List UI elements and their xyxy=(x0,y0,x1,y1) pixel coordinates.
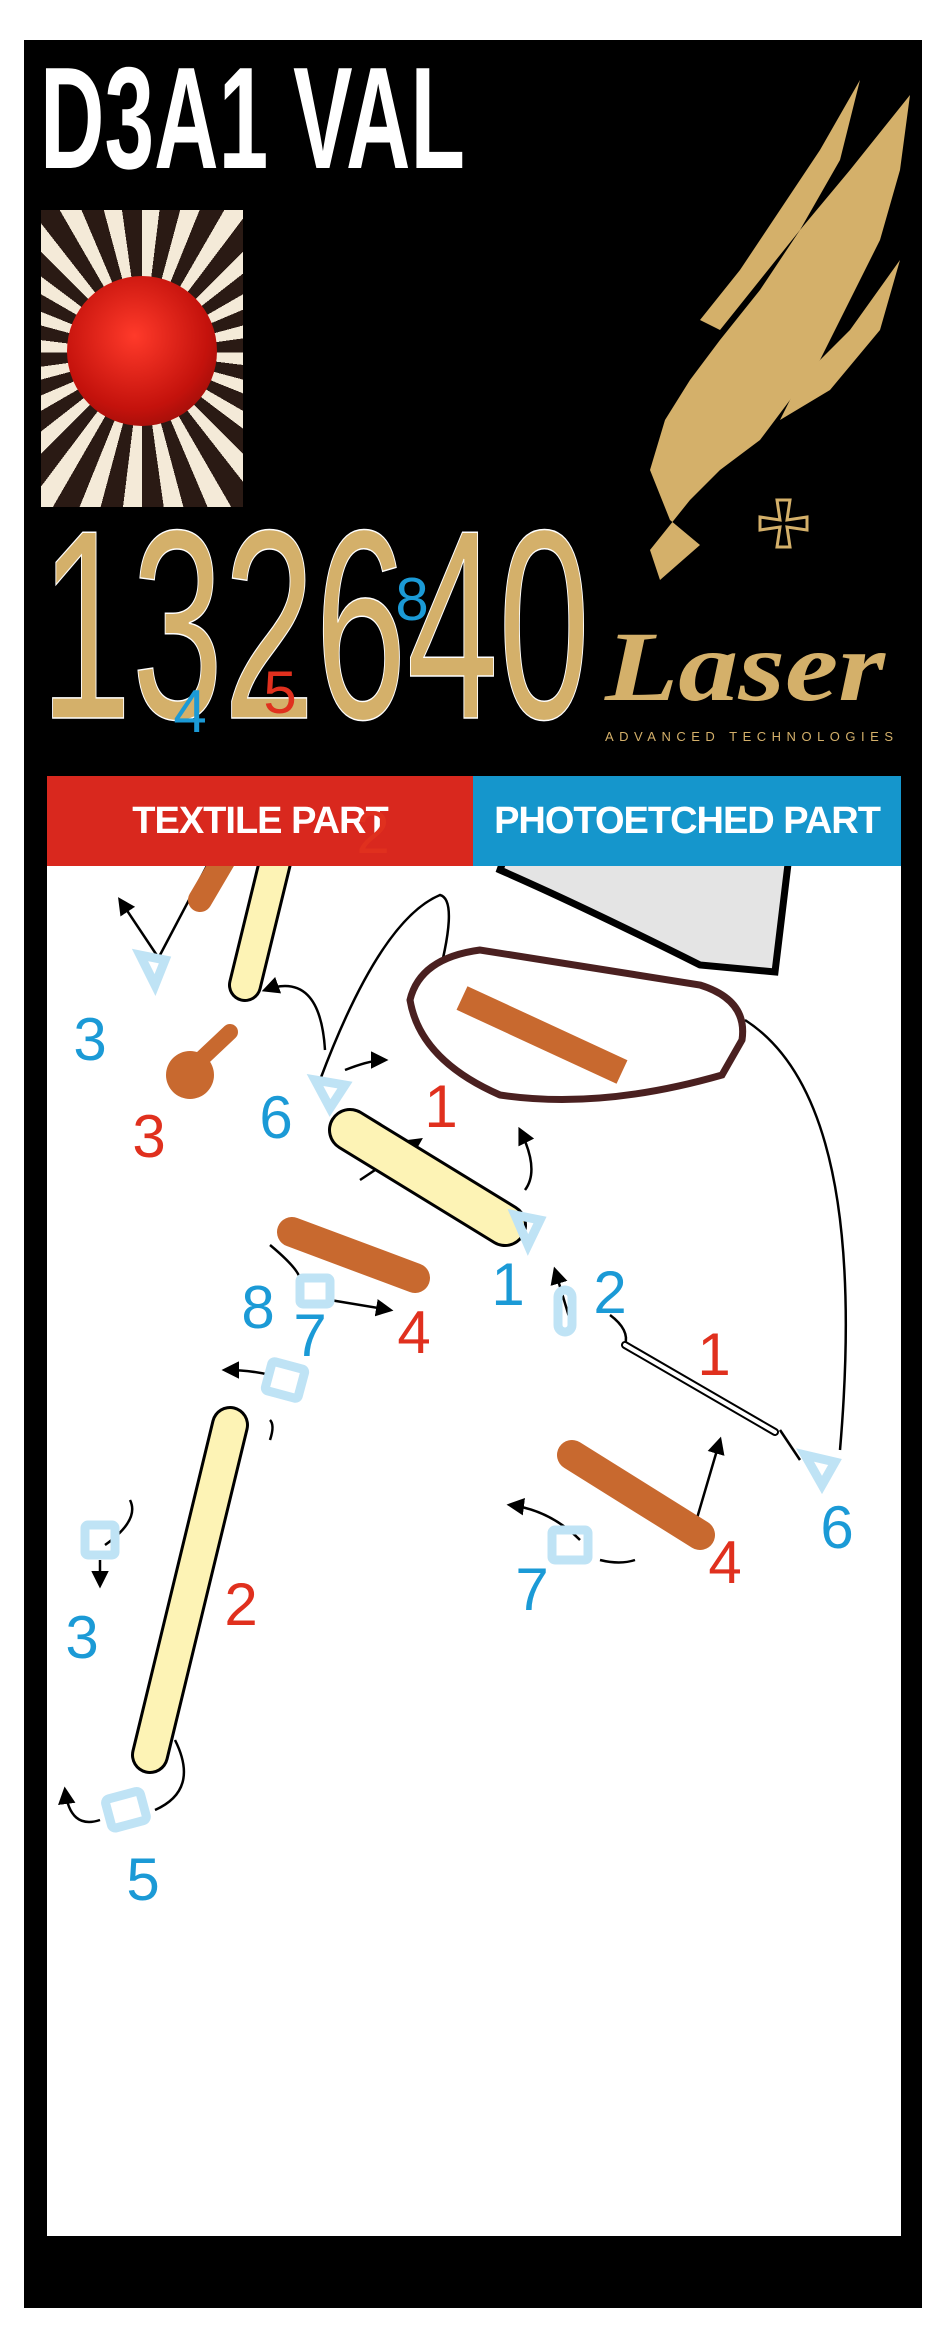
brand-logo: Laser xyxy=(604,611,886,722)
part-label: 4 xyxy=(708,1529,742,1596)
part-label: 2 xyxy=(356,799,390,866)
part-label: 5 xyxy=(126,1846,160,1913)
part-label: 3 xyxy=(73,1006,107,1073)
part-label: 5 xyxy=(263,659,297,726)
rising-sun-flag-image xyxy=(41,210,243,507)
part-label: 4 xyxy=(397,1299,431,1366)
header-graphics: D3A1 VAL 132640 Laser ADVANCED TECHNOLOG… xyxy=(39,37,910,775)
iron-cross-icon xyxy=(758,498,809,549)
legend-textile-part: TEXTILE PART xyxy=(47,776,473,866)
part-label: 4 xyxy=(173,678,207,745)
part-label: 2 xyxy=(224,1571,258,1638)
part-label: 1 xyxy=(424,1073,458,1140)
part-label: 6 xyxy=(259,1084,293,1151)
legend-photoetched-part: PHOTOETCHED PART xyxy=(473,776,901,866)
part-label: 7 xyxy=(293,1302,327,1369)
part-label: 8 xyxy=(395,566,429,633)
assembly-diagram xyxy=(58,866,848,1833)
part-label: 2 xyxy=(593,1259,627,1326)
model-title: D3A1 VAL xyxy=(40,37,465,199)
part-label: 7 xyxy=(515,1556,549,1623)
eagle-logo-icon xyxy=(650,80,910,580)
seat-back-part xyxy=(495,866,792,976)
seat-lap-strap-part xyxy=(456,986,628,1084)
photoetched-buckles xyxy=(80,948,842,1833)
kit-number: 132640 xyxy=(40,475,590,775)
part-label: 6 xyxy=(820,1494,854,1561)
part-label: 1 xyxy=(491,1251,525,1318)
part-label: 1 xyxy=(697,1321,731,1388)
part-label: 3 xyxy=(65,1604,99,1671)
part-label: 8 xyxy=(241,1274,275,1341)
brand-tagline: ADVANCED TECHNOLOGIES xyxy=(605,729,893,744)
seat-pan-part xyxy=(406,946,747,1103)
part-label: 3 xyxy=(132,1103,166,1170)
textile-straps xyxy=(131,866,779,1774)
